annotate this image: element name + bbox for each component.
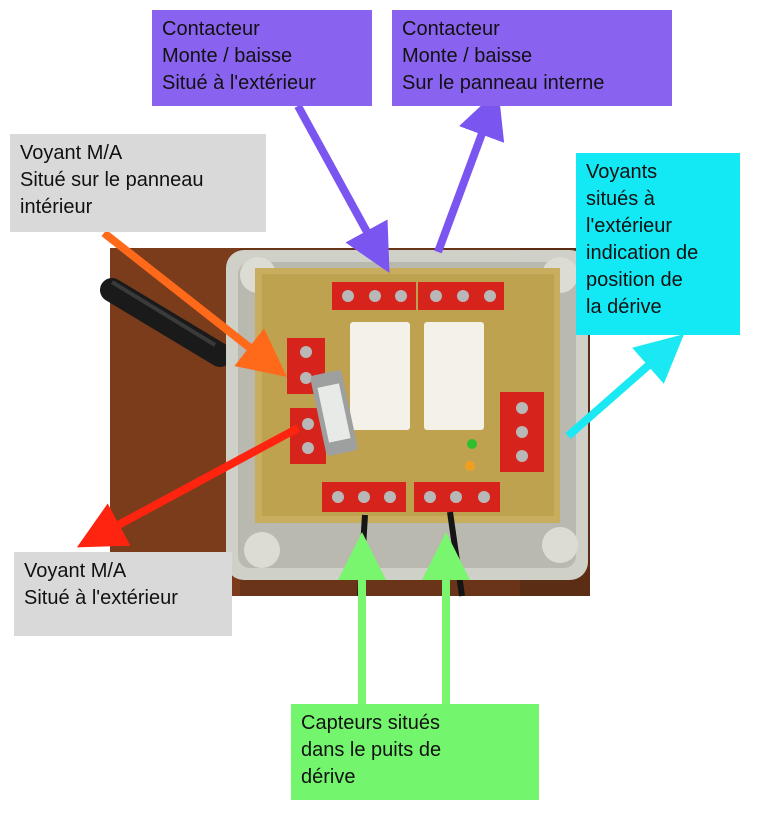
relay <box>424 322 484 430</box>
arrow-contactor-inside <box>434 89 505 254</box>
label-sensors: Capteurs situés dans le puits de dérive <box>291 704 539 800</box>
arrow-lamp-outside <box>76 424 300 548</box>
label-lamps-outside: Voyants situés à l'extérieur indication … <box>576 153 740 335</box>
orange-led <box>465 461 475 471</box>
green-led <box>467 439 477 449</box>
label-lamp-outside: Voyant M/A Situé à l'extérieur <box>14 552 232 636</box>
arrow-lamps-outside <box>565 334 685 440</box>
label-lamp-inside: Voyant M/A Situé sur le panneau intérieu… <box>10 134 266 232</box>
arrow-lamp-inside <box>101 229 287 377</box>
label-contactor-inside: Contacteur Monte / baisse Sur le panneau… <box>392 10 672 106</box>
label-contactor-outside: Contacteur Monte / baisse Situé à l'exté… <box>152 10 372 106</box>
relay <box>350 322 410 430</box>
cable <box>100 278 232 367</box>
top-terminal-block <box>332 282 504 310</box>
arrow-contactor-outside <box>294 104 390 274</box>
